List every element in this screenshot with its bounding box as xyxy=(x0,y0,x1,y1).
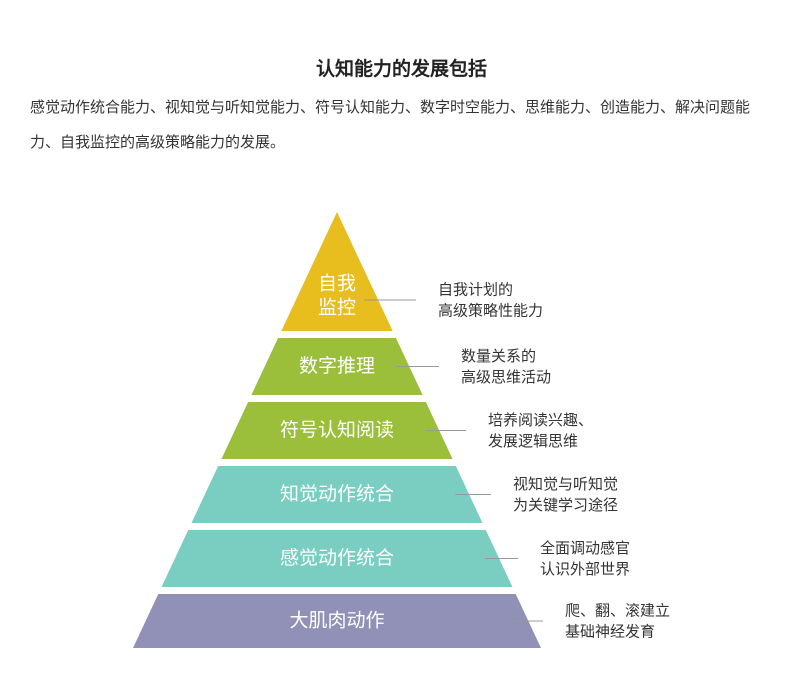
level-description: 爬、翻、滚建立 xyxy=(565,602,670,620)
level-description: 高级思维活动 xyxy=(461,368,551,386)
level-label: 监控 xyxy=(318,297,356,319)
pyramid-band xyxy=(133,594,541,648)
level-description: 高级策略性能力 xyxy=(438,302,543,320)
level-label: 自我 xyxy=(318,273,356,295)
level-description: 发展逻辑思维 xyxy=(488,432,578,450)
level-description: 基础神经发育 xyxy=(565,623,655,641)
level-label: 符号认知阅读 xyxy=(280,419,394,441)
level-description: 全面调动感官 xyxy=(540,539,630,557)
level-label: 大肌肉动作 xyxy=(289,610,384,632)
intro-paragraph: 感觉动作统合能力、视知觉与听知觉能力、符号认知能力、数字时空能力、思维能力、创造… xyxy=(30,98,751,151)
pyramid-band xyxy=(191,466,483,523)
level-description: 数量关系的 xyxy=(461,347,536,365)
level-label: 感觉动作统合 xyxy=(280,547,394,569)
pyramid-level-3: 符号认知阅读 培养阅读兴趣、发展逻辑思维 xyxy=(221,402,593,459)
level-label: 数字推理 xyxy=(299,355,375,377)
level-description: 培养阅读兴趣、 xyxy=(488,411,593,429)
level-description: 认识外部世界 xyxy=(540,560,630,578)
level-description: 自我计划的 xyxy=(438,281,513,299)
pyramid-band xyxy=(161,530,513,587)
level-description: 为关键学习途径 xyxy=(513,496,618,514)
pyramid-band xyxy=(221,402,453,459)
level-label: 知觉动作统合 xyxy=(280,483,394,505)
pyramid-band xyxy=(281,212,393,331)
level-description: 视知觉与听知觉 xyxy=(513,475,618,493)
page-title: 认知能力的发展包括 xyxy=(315,58,487,80)
pyramid-band xyxy=(251,338,423,395)
